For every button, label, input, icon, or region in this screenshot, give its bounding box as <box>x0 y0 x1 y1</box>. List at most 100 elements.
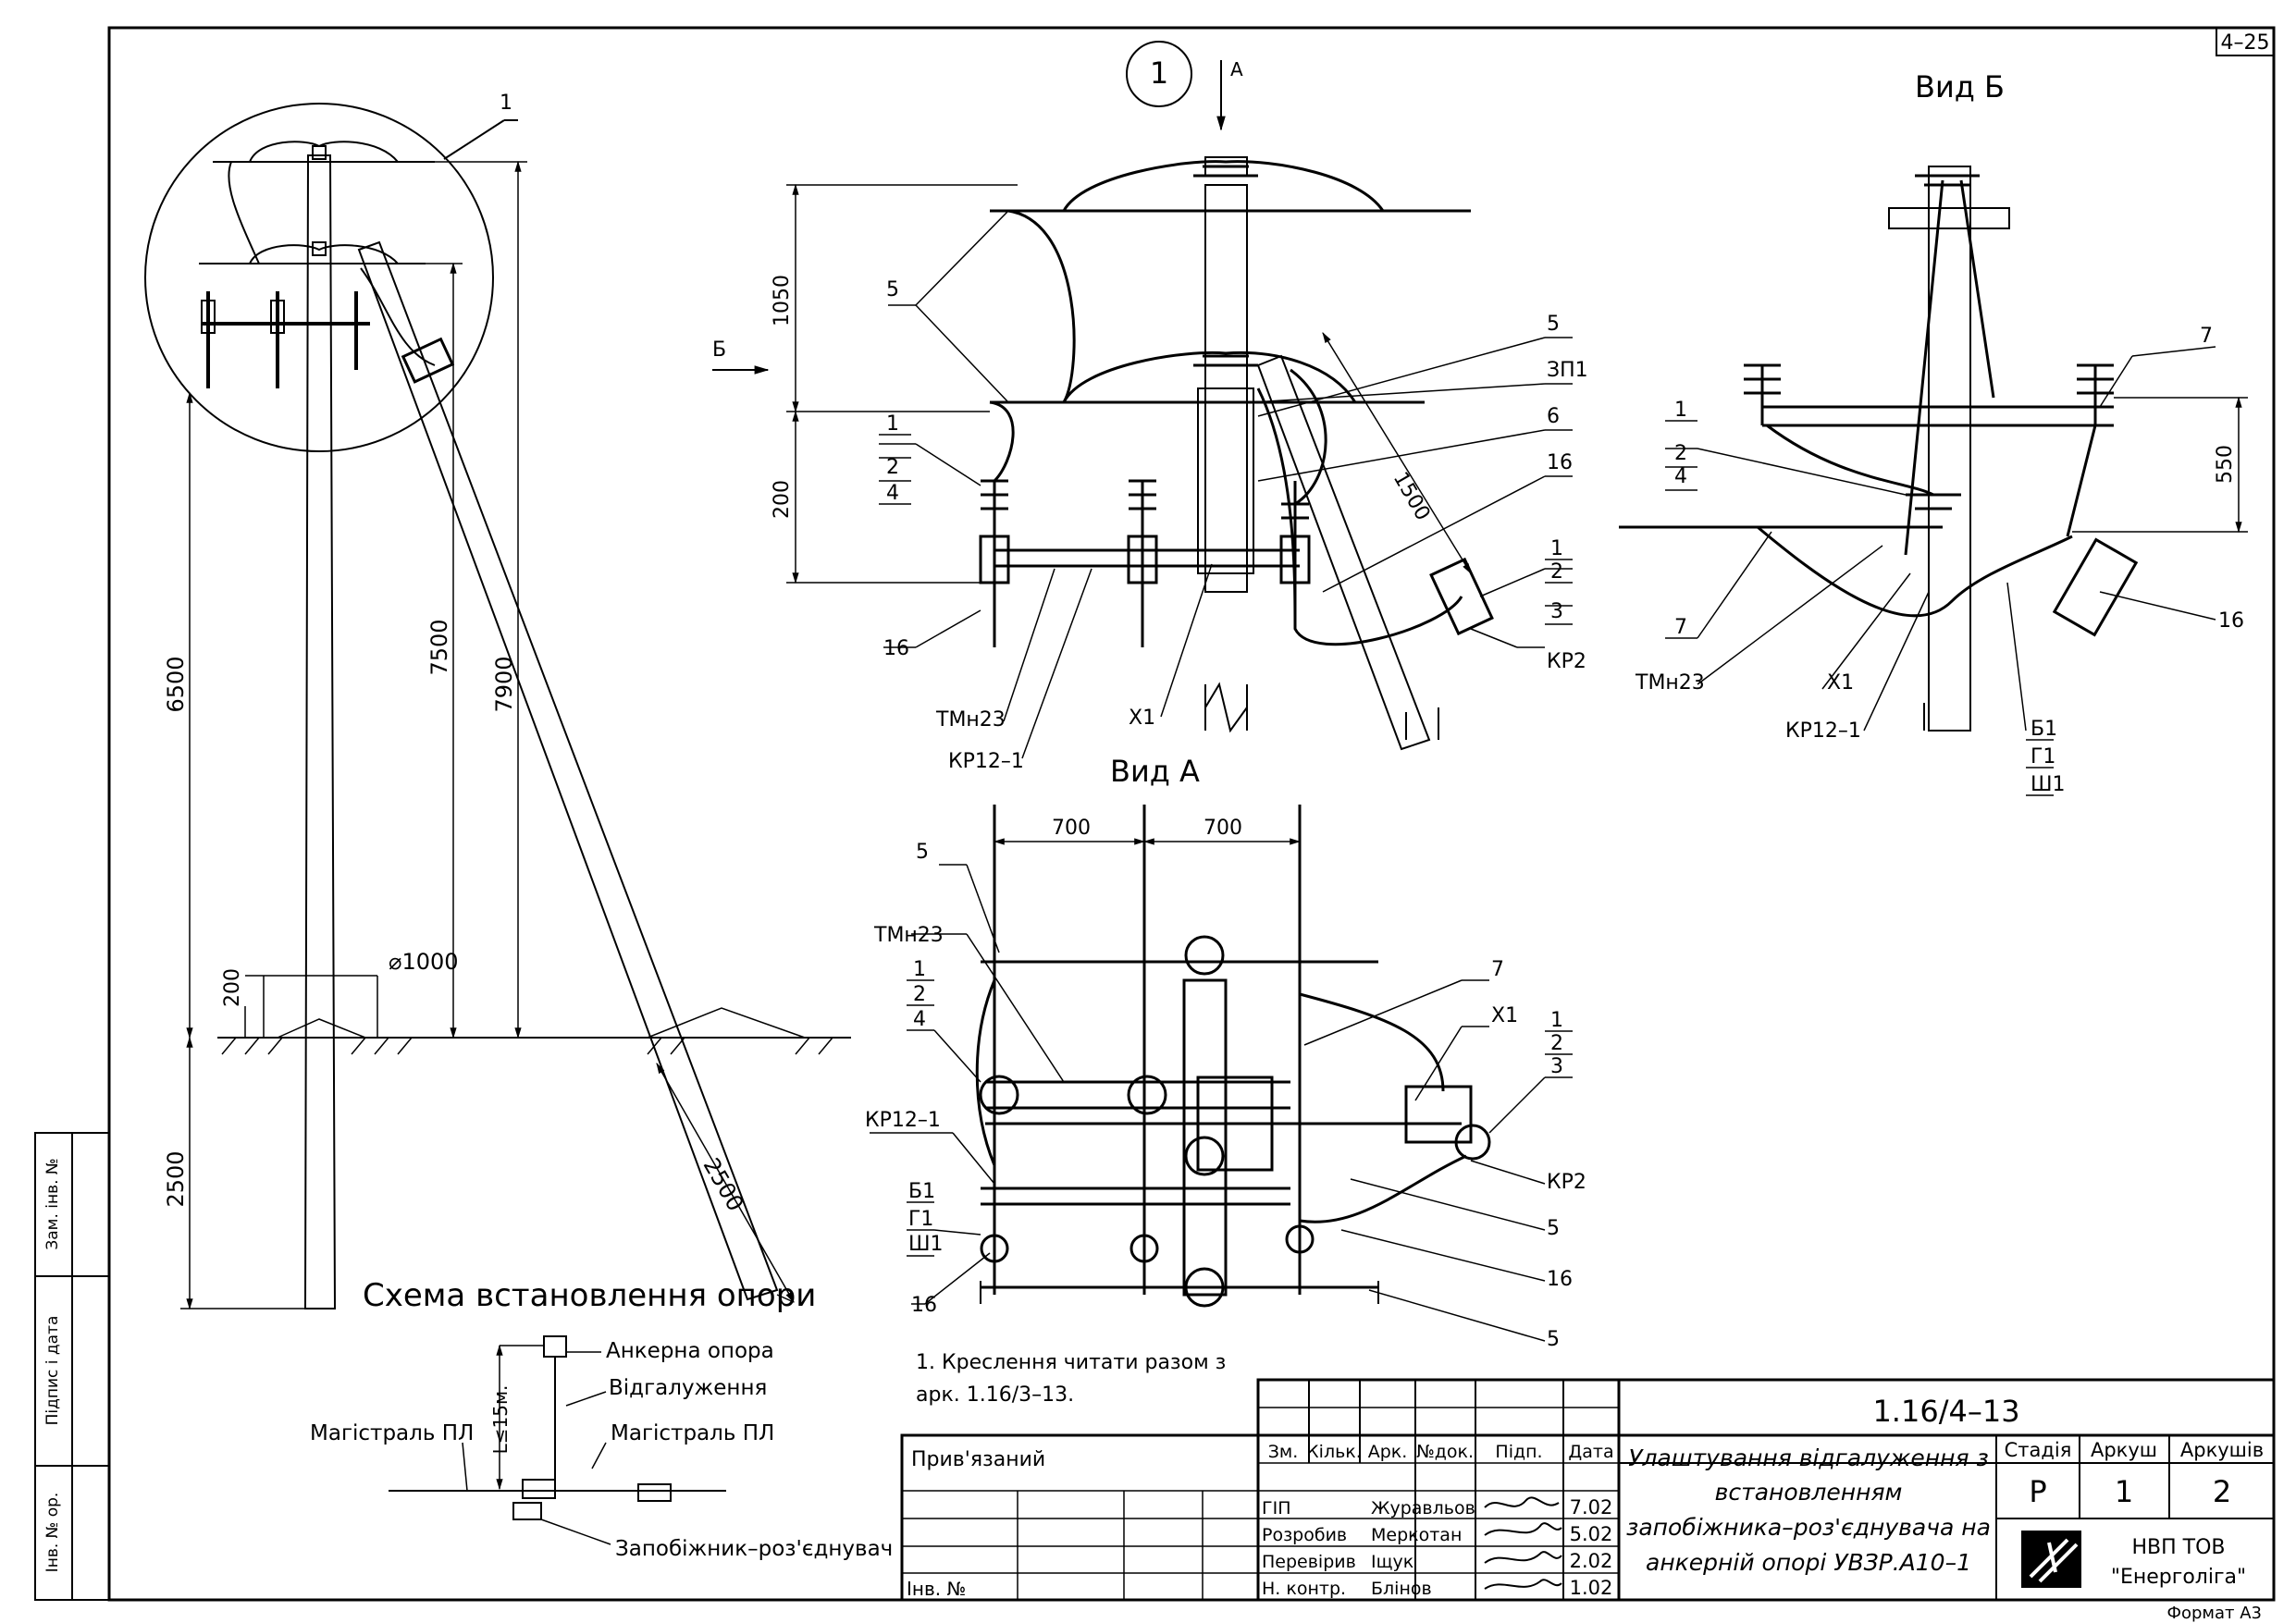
callout-x1a: Х1 <box>1129 707 1155 730</box>
dim-700-right: 700 <box>1204 817 1242 840</box>
format-label: Формат А3 <box>2166 1604 2262 1623</box>
view-a-title: Вид А <box>1110 754 1200 789</box>
callout-kr2a: КР2 <box>1547 650 1586 673</box>
inv-label: Інв. № <box>907 1578 966 1600</box>
callout-1c: 1 <box>886 412 899 436</box>
dim-200: 200 <box>771 480 794 519</box>
callout-b1b: Б1 <box>908 1180 935 1203</box>
col-doc: №док. <box>1416 1442 1474 1462</box>
row-name-2: Іщук <box>1371 1552 1413 1572</box>
callout-16d: 16 <box>911 1294 937 1317</box>
row-role-0: ГІП <box>1262 1498 1290 1518</box>
row-date-2: 2.02 <box>1570 1550 1613 1572</box>
stamp-original-inv: Інв. № ор. <box>43 1493 62 1573</box>
view-b: Вид Б <box>1619 69 2248 796</box>
callout-5b: 5 <box>1547 313 1560 336</box>
detail-circle <box>144 103 494 452</box>
title-line-2: встановленням <box>1715 1479 1903 1506</box>
sheets-header: Аркушів <box>2180 1439 2264 1461</box>
callout-1e: 1 <box>913 958 926 981</box>
callout-16c: 16 <box>2218 609 2244 633</box>
arrow-a-label: А <box>1230 58 1243 80</box>
view-a: Вид А <box>865 754 1586 1351</box>
org-line-2: "Енерголіга" <box>2111 1566 2246 1589</box>
dim-200-ground: 200 <box>221 968 244 1007</box>
row-date-3: 1.02 <box>1570 1577 1613 1599</box>
callout-5d: 5 <box>1547 1217 1560 1240</box>
callout-tmn23c: ТМн23 <box>873 924 944 947</box>
callout-2e: 2 <box>913 983 926 1006</box>
dim-550: 550 <box>2214 445 2237 484</box>
support-installation-drawing: 1 <box>144 92 851 1314</box>
branch-plan-schematic: L≤15м. Анкерна опора Відгалуження Магіст… <box>310 1335 893 1561</box>
callout-1b: 1 <box>1550 537 1563 560</box>
note-line-2: арк. 1.16/3–13. <box>916 1383 1074 1407</box>
col-change: Зм. <box>1268 1442 1299 1462</box>
callout-6: 6 <box>1547 405 1560 428</box>
col-date: Дата <box>1568 1442 1613 1462</box>
title-block <box>900 1378 2276 1602</box>
callout-kr12-1a: КР12–1 <box>948 750 1024 773</box>
callout-16b: 16 <box>883 637 909 660</box>
row-role-3: Н. контр. <box>1262 1579 1346 1599</box>
callout-g1b: Г1 <box>908 1208 933 1231</box>
callout-7c: 7 <box>1491 958 1504 981</box>
label-main-line-left: Магістраль ПЛ <box>310 1421 474 1445</box>
row-date-0: 7.02 <box>1570 1496 1613 1518</box>
sheets-value: 2 <box>2213 1474 2231 1509</box>
side-stamp <box>34 1132 110 1601</box>
row-date-1: 5.02 <box>1570 1523 1613 1545</box>
arrow-b-label: Б <box>712 338 726 362</box>
dim-7900: 7900 <box>491 656 517 712</box>
callout-3b: 3 <box>1550 600 1563 623</box>
callout-1: 1 <box>500 92 512 115</box>
col-sheet: Арк. <box>1368 1442 1408 1462</box>
dim-7500: 7500 <box>426 619 452 675</box>
row-name-3: Блінов <box>1371 1579 1432 1599</box>
callout-7b: 7 <box>1674 616 1687 639</box>
callout-3f: 3 <box>1550 1055 1563 1078</box>
callout-sh1a: Ш1 <box>2031 773 2066 796</box>
callout-16a: 16 <box>1547 451 1573 474</box>
node-number-circle <box>1126 41 1192 107</box>
callout-zp1: ЗП1 <box>1547 359 1588 382</box>
sheet-value: 1 <box>2115 1474 2133 1509</box>
sheet-corner-number: 4–25 <box>2221 31 2270 55</box>
callout-1f: 1 <box>1550 1009 1563 1032</box>
signatures <box>1484 1496 1562 1590</box>
strut-pole <box>357 240 779 1301</box>
callout-kr12-1b: КР12–1 <box>1785 719 1861 743</box>
callout-2b: 2 <box>1550 560 1563 584</box>
row-role-1: Розробив <box>1262 1525 1347 1545</box>
callout-7a: 7 <box>2200 325 2213 348</box>
callout-tmn23a: ТМн23 <box>935 708 1006 732</box>
row-name-1: Меркотан <box>1371 1525 1462 1545</box>
label-main-line-right: Магістраль ПЛ <box>611 1421 774 1445</box>
vertical-pole <box>303 154 337 1309</box>
title-line-1: Улаштування відгалуження з <box>1628 1445 1989 1471</box>
row-role-2: Перевірив <box>1262 1552 1356 1572</box>
company-logo <box>2021 1531 2081 1588</box>
sheet-header: Аркуш <box>2091 1439 2157 1461</box>
title-line-3: запобіжника–роз'єднувача на <box>1626 1514 1991 1541</box>
callout-4c: 4 <box>886 482 899 505</box>
callout-16e: 16 <box>1547 1268 1573 1291</box>
callout-5a: 5 <box>886 278 899 301</box>
org-line-1: НВП ТОВ <box>2131 1536 2225 1559</box>
callout-b1a: Б1 <box>2031 718 2057 741</box>
dim-1500: 1500 <box>1389 468 1435 524</box>
title-line-4: анкерній опорі УВЗР.А10–1 <box>1646 1549 1971 1576</box>
stamp-replace-inv: Зам. інв. № <box>43 1158 62 1249</box>
stage-value: Р <box>2029 1474 2046 1509</box>
attached-label: Прив'язаний <box>911 1448 1045 1471</box>
callout-x1c: Х1 <box>1491 1004 1518 1027</box>
callout-4e: 4 <box>913 1008 926 1031</box>
label-anchor-support: Анкерна опора <box>606 1339 774 1363</box>
col-signature: Підп. <box>1495 1442 1542 1462</box>
document-code: 1.16/4–13 <box>1872 1394 2019 1429</box>
callout-x1b: Х1 <box>1827 671 1854 695</box>
dim-branch-length: L≤15м. <box>489 1385 512 1455</box>
dim-diameter-1000: ⌀1000 <box>389 949 459 975</box>
callout-4d: 4 <box>1674 465 1687 488</box>
